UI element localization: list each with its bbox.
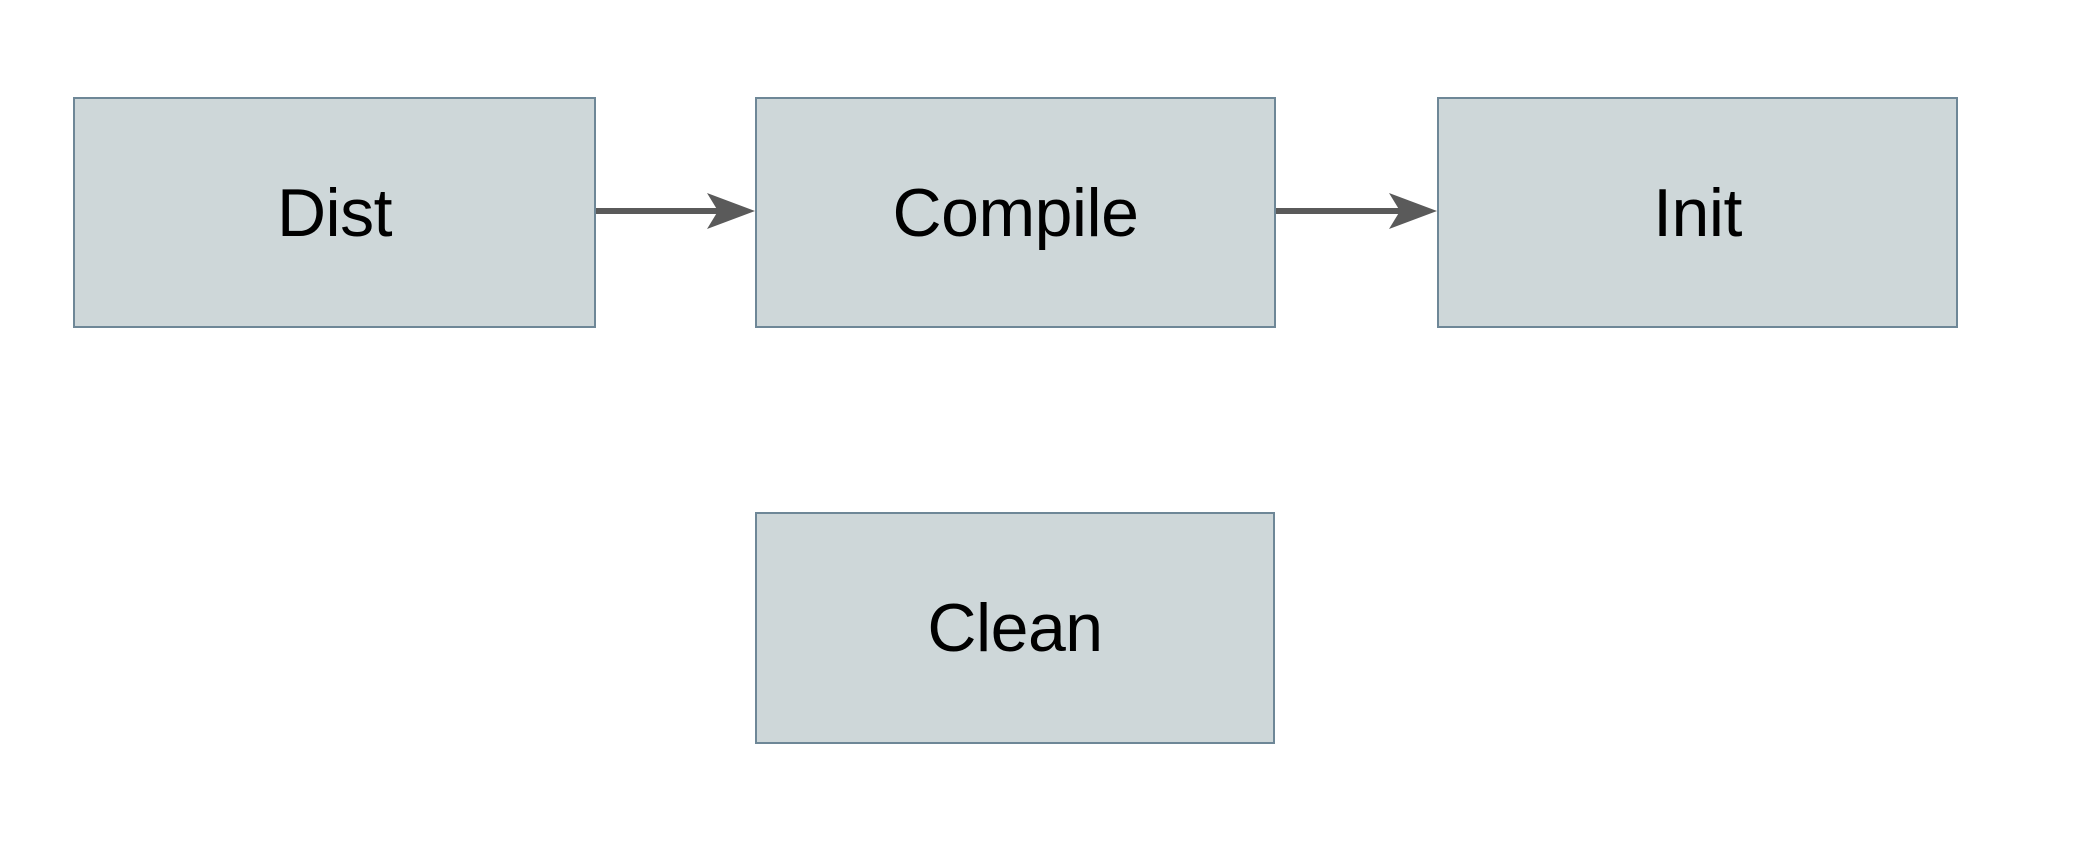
edge-dist-to-compile[interactable] (596, 193, 755, 229)
node-init[interactable]: Init (1437, 97, 1958, 328)
node-clean[interactable]: Clean (755, 512, 1275, 744)
node-label: Init (1653, 174, 1742, 251)
node-dist[interactable]: Dist (73, 97, 596, 328)
node-label: Compile (892, 174, 1139, 251)
node-label: Dist (276, 174, 393, 251)
arrowhead-icon (707, 193, 755, 229)
arrowhead-icon (1389, 193, 1437, 229)
edge-compile-to-init[interactable] (1276, 193, 1437, 229)
node-label: Clean (927, 590, 1103, 666)
node-compile[interactable]: Compile (755, 97, 1276, 328)
